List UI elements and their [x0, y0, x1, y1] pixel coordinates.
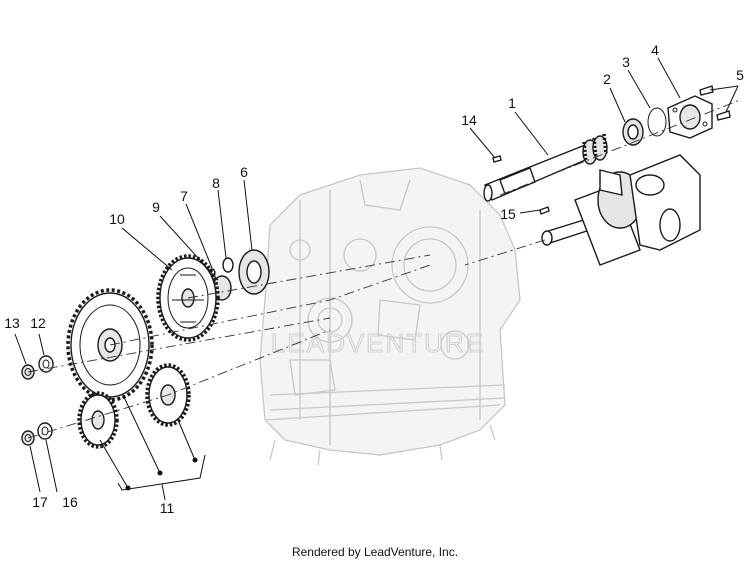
callout-16: 16 [62, 494, 78, 510]
callout-11: 11 [160, 500, 175, 516]
callout-13: 13 [4, 315, 20, 331]
callout-1: 1 [508, 95, 516, 111]
callout-5: 5 [736, 67, 744, 83]
callout-3: 3 [622, 54, 630, 70]
footer-credit: Rendered by LeadVenture, Inc. [291, 545, 459, 559]
callout-17: 17 [32, 494, 48, 510]
callout-labels: 1 2 3 4 5 6 7 8 9 10 11 12 13 14 15 16 1… [4, 42, 744, 516]
callout-10: 10 [109, 211, 125, 227]
bracket-dot [192, 457, 198, 463]
bolt [699, 85, 714, 96]
camshaft-parts [156, 249, 270, 342]
callout-2: 2 [603, 71, 611, 87]
bolt [716, 110, 731, 121]
callout-9: 9 [152, 199, 160, 215]
callout-12: 12 [30, 315, 46, 331]
bracket-dot [157, 470, 163, 476]
bearing-cover-assembly [622, 85, 731, 146]
callout-6: 6 [240, 164, 248, 180]
washer-8 [222, 257, 234, 273]
woodruff-key-15 [539, 206, 550, 215]
callout-8: 8 [212, 175, 220, 191]
callout-14: 14 [461, 112, 477, 128]
watermark: LEADVENTURE [271, 328, 485, 358]
o-ring [647, 107, 667, 137]
engine-block-ghost: LEADVENTURE [259, 167, 521, 466]
crankshaft [541, 154, 701, 266]
washer-12 [38, 355, 54, 373]
callout-4: 4 [651, 42, 659, 58]
center-lines [27, 99, 741, 439]
callout-7: 7 [180, 188, 188, 204]
bracket-dot [125, 485, 131, 491]
gear-set [66, 288, 191, 449]
leader-lines [14, 57, 739, 501]
balance-shaft [483, 133, 608, 202]
callout-15: 15 [500, 206, 516, 222]
